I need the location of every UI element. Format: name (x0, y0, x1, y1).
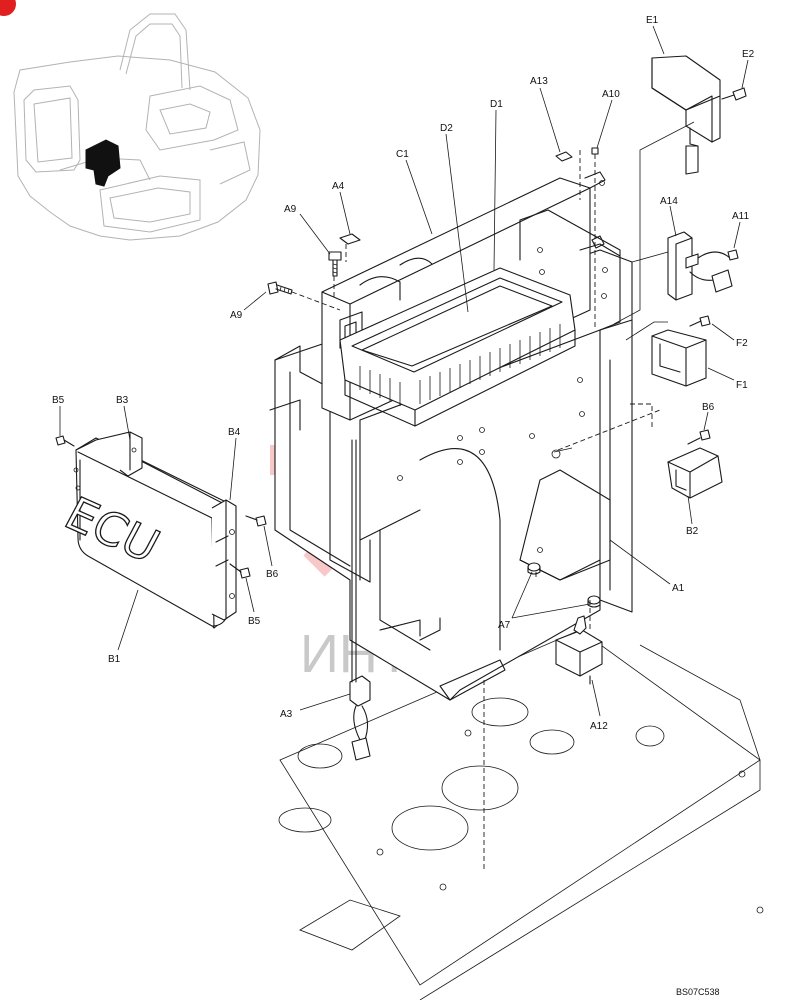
harness-a3 (349, 439, 371, 761)
label-a9-left: A9 (230, 310, 243, 321)
label-a4: A4 (332, 181, 345, 192)
label-b6-right: B6 (702, 402, 715, 413)
bolt-a7-left (527, 562, 541, 575)
controller-d2 (339, 267, 576, 427)
label-a1: A1 (672, 583, 685, 594)
label-d2: D2 (440, 123, 453, 134)
label-b5-bottom: B5 (248, 616, 261, 627)
bracket-b2 (667, 429, 723, 499)
bolt-a9-top (328, 251, 342, 277)
label-f1: F1 (736, 380, 748, 391)
label-a11: A11 (732, 211, 749, 222)
label-a9-top: A9 (284, 204, 297, 215)
bolt-a10 (591, 147, 599, 330)
leader-lines (59, 25, 749, 717)
callout-labels: E1 E2 A13 A10 D1 D2 C1 A4 A9 A9 A14 A11 … (52, 15, 755, 732)
switch-a12 (555, 615, 603, 685)
label-a10: A10 (602, 89, 620, 100)
label-b6-mid: B6 (266, 569, 279, 580)
relay-a14 (667, 231, 739, 301)
label-b4: B4 (228, 427, 241, 438)
label-b3: B3 (116, 395, 129, 406)
label-f2: F2 (736, 338, 748, 349)
plate-a4 (339, 233, 361, 245)
panel-e1 (651, 55, 747, 175)
relay-f1 (651, 315, 711, 387)
label-b2: B2 (686, 526, 699, 537)
bolt-a9-left (267, 281, 293, 295)
label-a14: A14 (660, 196, 678, 207)
label-b1: B1 (108, 654, 121, 665)
label-a13: A13 (530, 76, 548, 87)
label-a12: A12 (590, 721, 608, 732)
corner-marker-icon (0, 0, 16, 16)
machine-location-thumbnail (13, 13, 261, 241)
figure-code: BS07C538 (676, 987, 720, 997)
label-e1: E1 (646, 15, 659, 26)
plate-a13 (555, 151, 573, 162)
label-e2: E2 (742, 49, 755, 60)
label-a3: A3 (280, 709, 293, 720)
assembly-dashed-lines (291, 121, 695, 872)
ecu-unit-b1: ECU (55, 431, 267, 629)
label-a7: A7 (498, 620, 511, 631)
bolt-a7-right (587, 595, 601, 608)
label-d1: D1 (490, 99, 503, 110)
label-b5-top: B5 (52, 395, 65, 406)
label-c1: C1 (396, 149, 409, 160)
